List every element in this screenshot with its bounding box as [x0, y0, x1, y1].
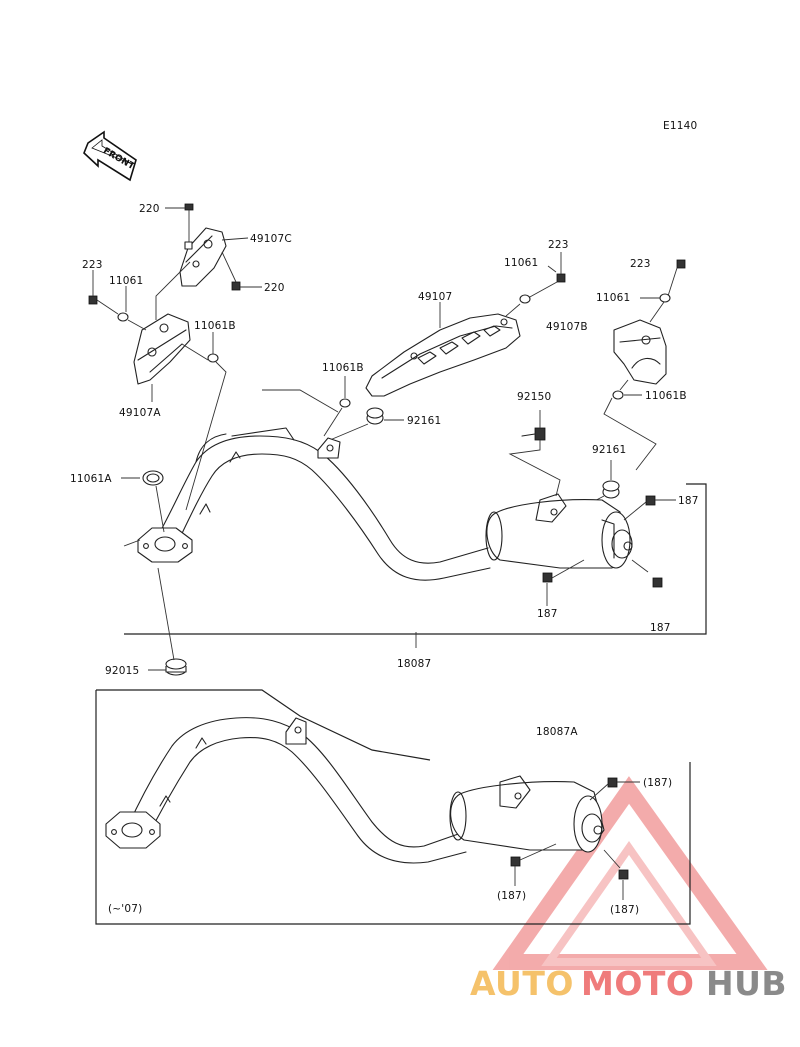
label-223-left: 223	[82, 259, 103, 271]
label-11061b-left: 11061B	[194, 320, 236, 332]
label-11061-left: 11061	[109, 275, 143, 287]
label-92161-lower: 92161	[592, 444, 626, 456]
watermark-moto: MOTO	[581, 964, 694, 1003]
washer-11061-mid	[505, 265, 557, 317]
label-18087: 18087	[397, 658, 431, 670]
heat-guard-49107a	[133, 261, 191, 402]
heat-guard-49107	[365, 302, 521, 397]
vent-slots	[417, 325, 501, 365]
diagram-code: E1140	[663, 120, 697, 132]
label-223-right: 223	[630, 258, 651, 270]
washer-11061b-mid	[323, 376, 351, 437]
label-49107b: 49107B	[546, 321, 588, 333]
label-187-b: 187	[537, 608, 558, 620]
washer-11061b-right	[603, 379, 657, 471]
label-92161-upper: 92161	[407, 415, 441, 427]
label-11061b-right: 11061B	[645, 390, 687, 402]
label-11061a: 11061A	[70, 473, 112, 485]
front-arrow-icon: FRONT	[83, 130, 137, 182]
bolt-92150	[508, 410, 561, 497]
label-18087a: 18087A	[536, 726, 578, 738]
label-11061-right: 11061	[596, 292, 630, 304]
bolt-223-mid	[527, 252, 566, 299]
label-11061b-mid: 11061B	[322, 362, 364, 374]
heat-guard-49107b	[613, 319, 667, 385]
label-187-d: (187)	[643, 777, 672, 789]
leader-49107c	[221, 237, 249, 241]
label-11061-mid: 11061	[504, 257, 538, 269]
bolt-220-top	[165, 203, 194, 250]
label-49107c: 49107C	[250, 233, 292, 245]
bolt-220-right	[221, 251, 262, 291]
bolt-223-left	[88, 270, 119, 315]
label-49107a: 49107A	[119, 407, 161, 419]
label-49107: 49107	[418, 291, 452, 303]
watermark-hub: HUB	[706, 964, 787, 1003]
label-220-right: 220	[264, 282, 285, 294]
label-187-e: (187)	[497, 890, 526, 902]
damper-92161-upper	[329, 407, 404, 441]
washer-11061-right	[640, 293, 671, 323]
label-92150: 92150	[517, 391, 551, 403]
washer-11061b-left	[181, 332, 227, 511]
label-220-top: 220	[139, 203, 160, 215]
watermark-logo: AUTO MOTO HUB	[470, 964, 787, 1003]
label-92015: 92015	[105, 665, 139, 677]
label-223-mid: 223	[548, 239, 569, 251]
washer-11061-left	[117, 286, 147, 331]
label-187-c: 187	[650, 622, 671, 634]
muffler-18087a	[95, 689, 691, 925]
bolt-223-right	[667, 259, 686, 297]
heat-guard-49107c	[179, 227, 227, 287]
label-187-f: (187)	[610, 904, 639, 916]
watermark-auto: AUTO	[470, 964, 574, 1003]
seal-92015	[148, 567, 187, 676]
variant-label: (~'07)	[108, 903, 142, 915]
muffler-18087	[121, 389, 707, 676]
label-187-a: 187	[678, 495, 699, 507]
